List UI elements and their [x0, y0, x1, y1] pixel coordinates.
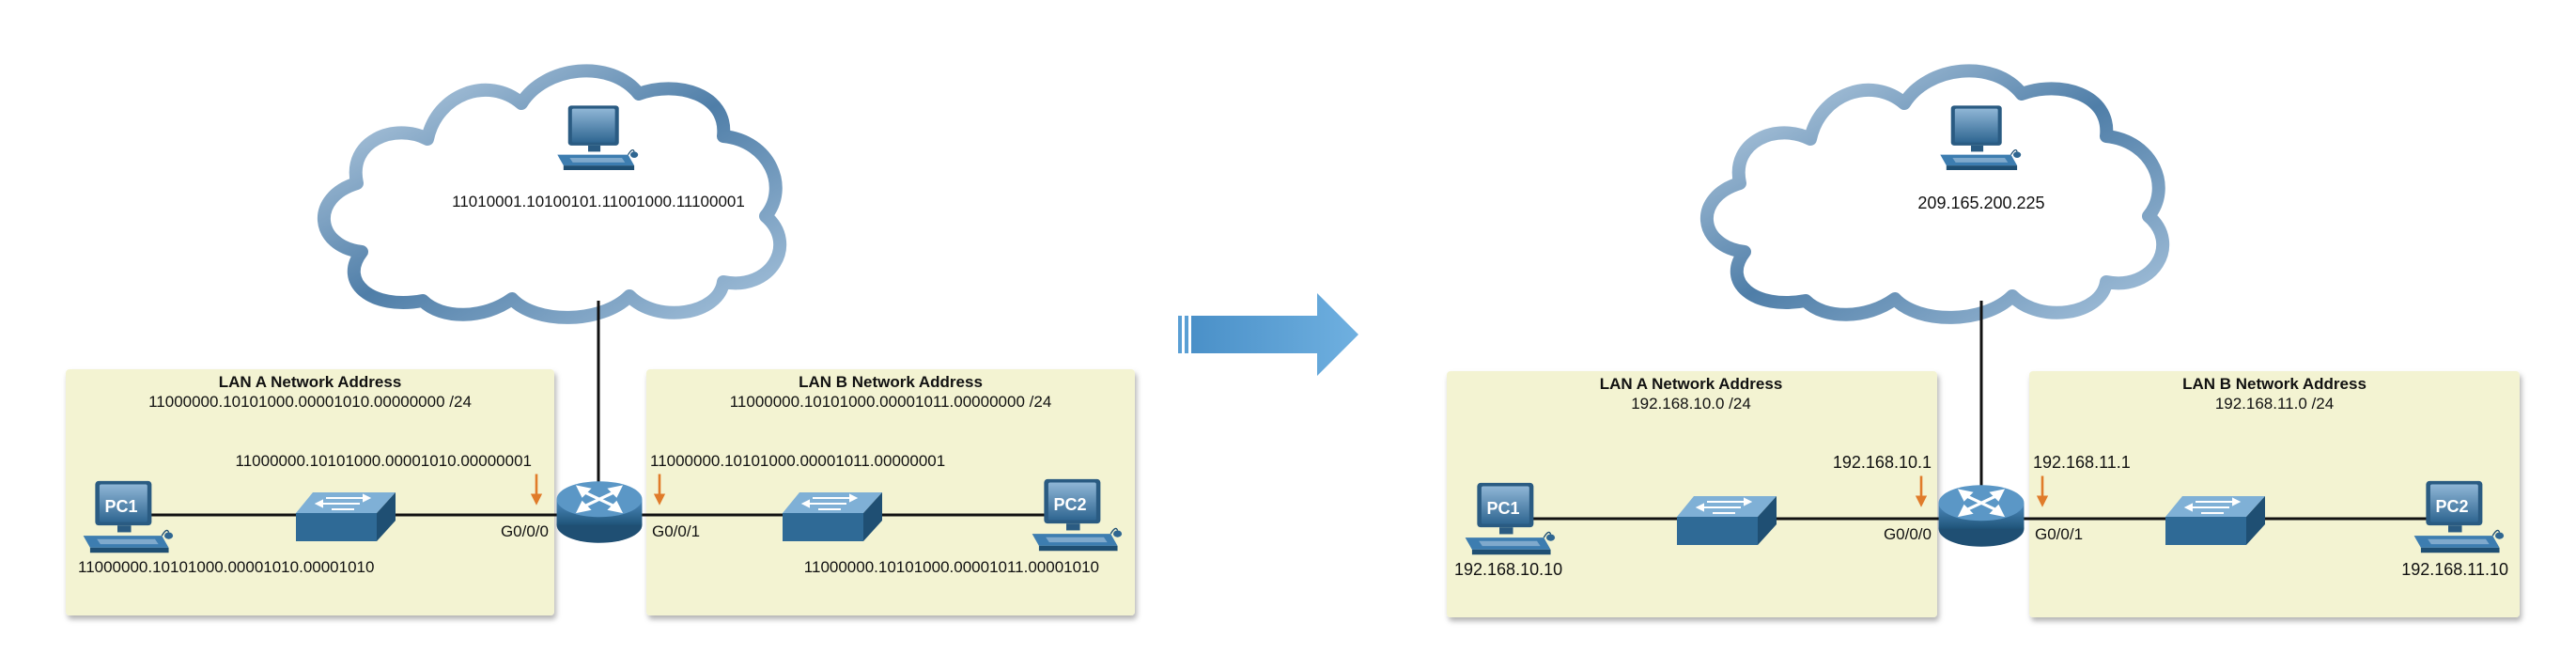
lan-a-gateway-ip: 11000000.10101000.00001010.00000001: [236, 452, 532, 470]
lan-b-interface: G0/0/1: [2035, 525, 2083, 543]
lan-a-gateway-ip: 192.168.10.1: [1833, 453, 1932, 472]
lan-b-title: LAN B Network Address: [799, 373, 983, 391]
lan-a-interface: G0/0/0: [501, 522, 549, 540]
pc2-ip: 11000000.10101000.00001011.00001010: [804, 558, 1099, 576]
lan-a-switch-icon: [1675, 494, 1778, 547]
lan-b-switch-icon: [2164, 494, 2267, 547]
lan-b-network: 192.168.11.0 /24: [2215, 395, 2334, 413]
pc2-ip: 192.168.11.10: [2401, 560, 2508, 579]
pc1-ip: 192.168.10.10: [1454, 560, 1562, 579]
lan-b-network: 11000000.10101000.00001011.00000000 /24: [730, 393, 1052, 411]
lan-b-gateway-ip: 11000000.10101000.00001011.00000001: [650, 452, 945, 470]
lan-b-box: [2029, 371, 2520, 617]
before-diagram: 11010001.10100101.11001000.11100001 LAN …: [66, 64, 1135, 615]
transition-arrow-icon: [1178, 293, 1358, 376]
internet-cloud: [1699, 64, 2170, 324]
lan-b-gateway-ip: 192.168.11.1: [2033, 453, 2131, 472]
lan-b-interface: G0/0/1: [652, 522, 700, 540]
pc2-label: PC2: [1053, 495, 1086, 514]
router-icon: [1936, 483, 2026, 549]
lan-b-switch-icon: [781, 490, 884, 543]
internet-host-ip: 11010001.10100101.11001000.11100001: [452, 193, 745, 210]
internet-cloud: [317, 64, 787, 324]
lan-b-box: [646, 369, 1135, 615]
pc1-label: PC1: [104, 497, 137, 516]
lan-a-title: LAN A Network Address: [219, 373, 402, 391]
lan-a-box: [1447, 371, 1937, 617]
lan-a-switch-icon: [294, 490, 397, 543]
pc2-label: PC2: [2435, 497, 2468, 516]
lan-a-title: LAN A Network Address: [1600, 375, 1783, 393]
internet-host-ip: 209.165.200.225: [1917, 194, 2044, 212]
lan-a-network: 192.168.10.0 /24: [1631, 395, 1751, 413]
lan-a-network: 11000000.10101000.00001010.00000000 /24: [148, 393, 472, 411]
lan-a-interface: G0/0/0: [1884, 525, 1932, 543]
lan-b-title: LAN B Network Address: [2182, 375, 2367, 393]
lan-a-box: [66, 369, 554, 615]
router-icon: [554, 479, 644, 545]
pc1-ip: 11000000.10101000.00001010.00001010: [78, 558, 374, 576]
pc1-label: PC1: [1486, 499, 1519, 518]
after-diagram: 209.165.200.225 LAN A Network Address 19…: [1447, 64, 2520, 617]
